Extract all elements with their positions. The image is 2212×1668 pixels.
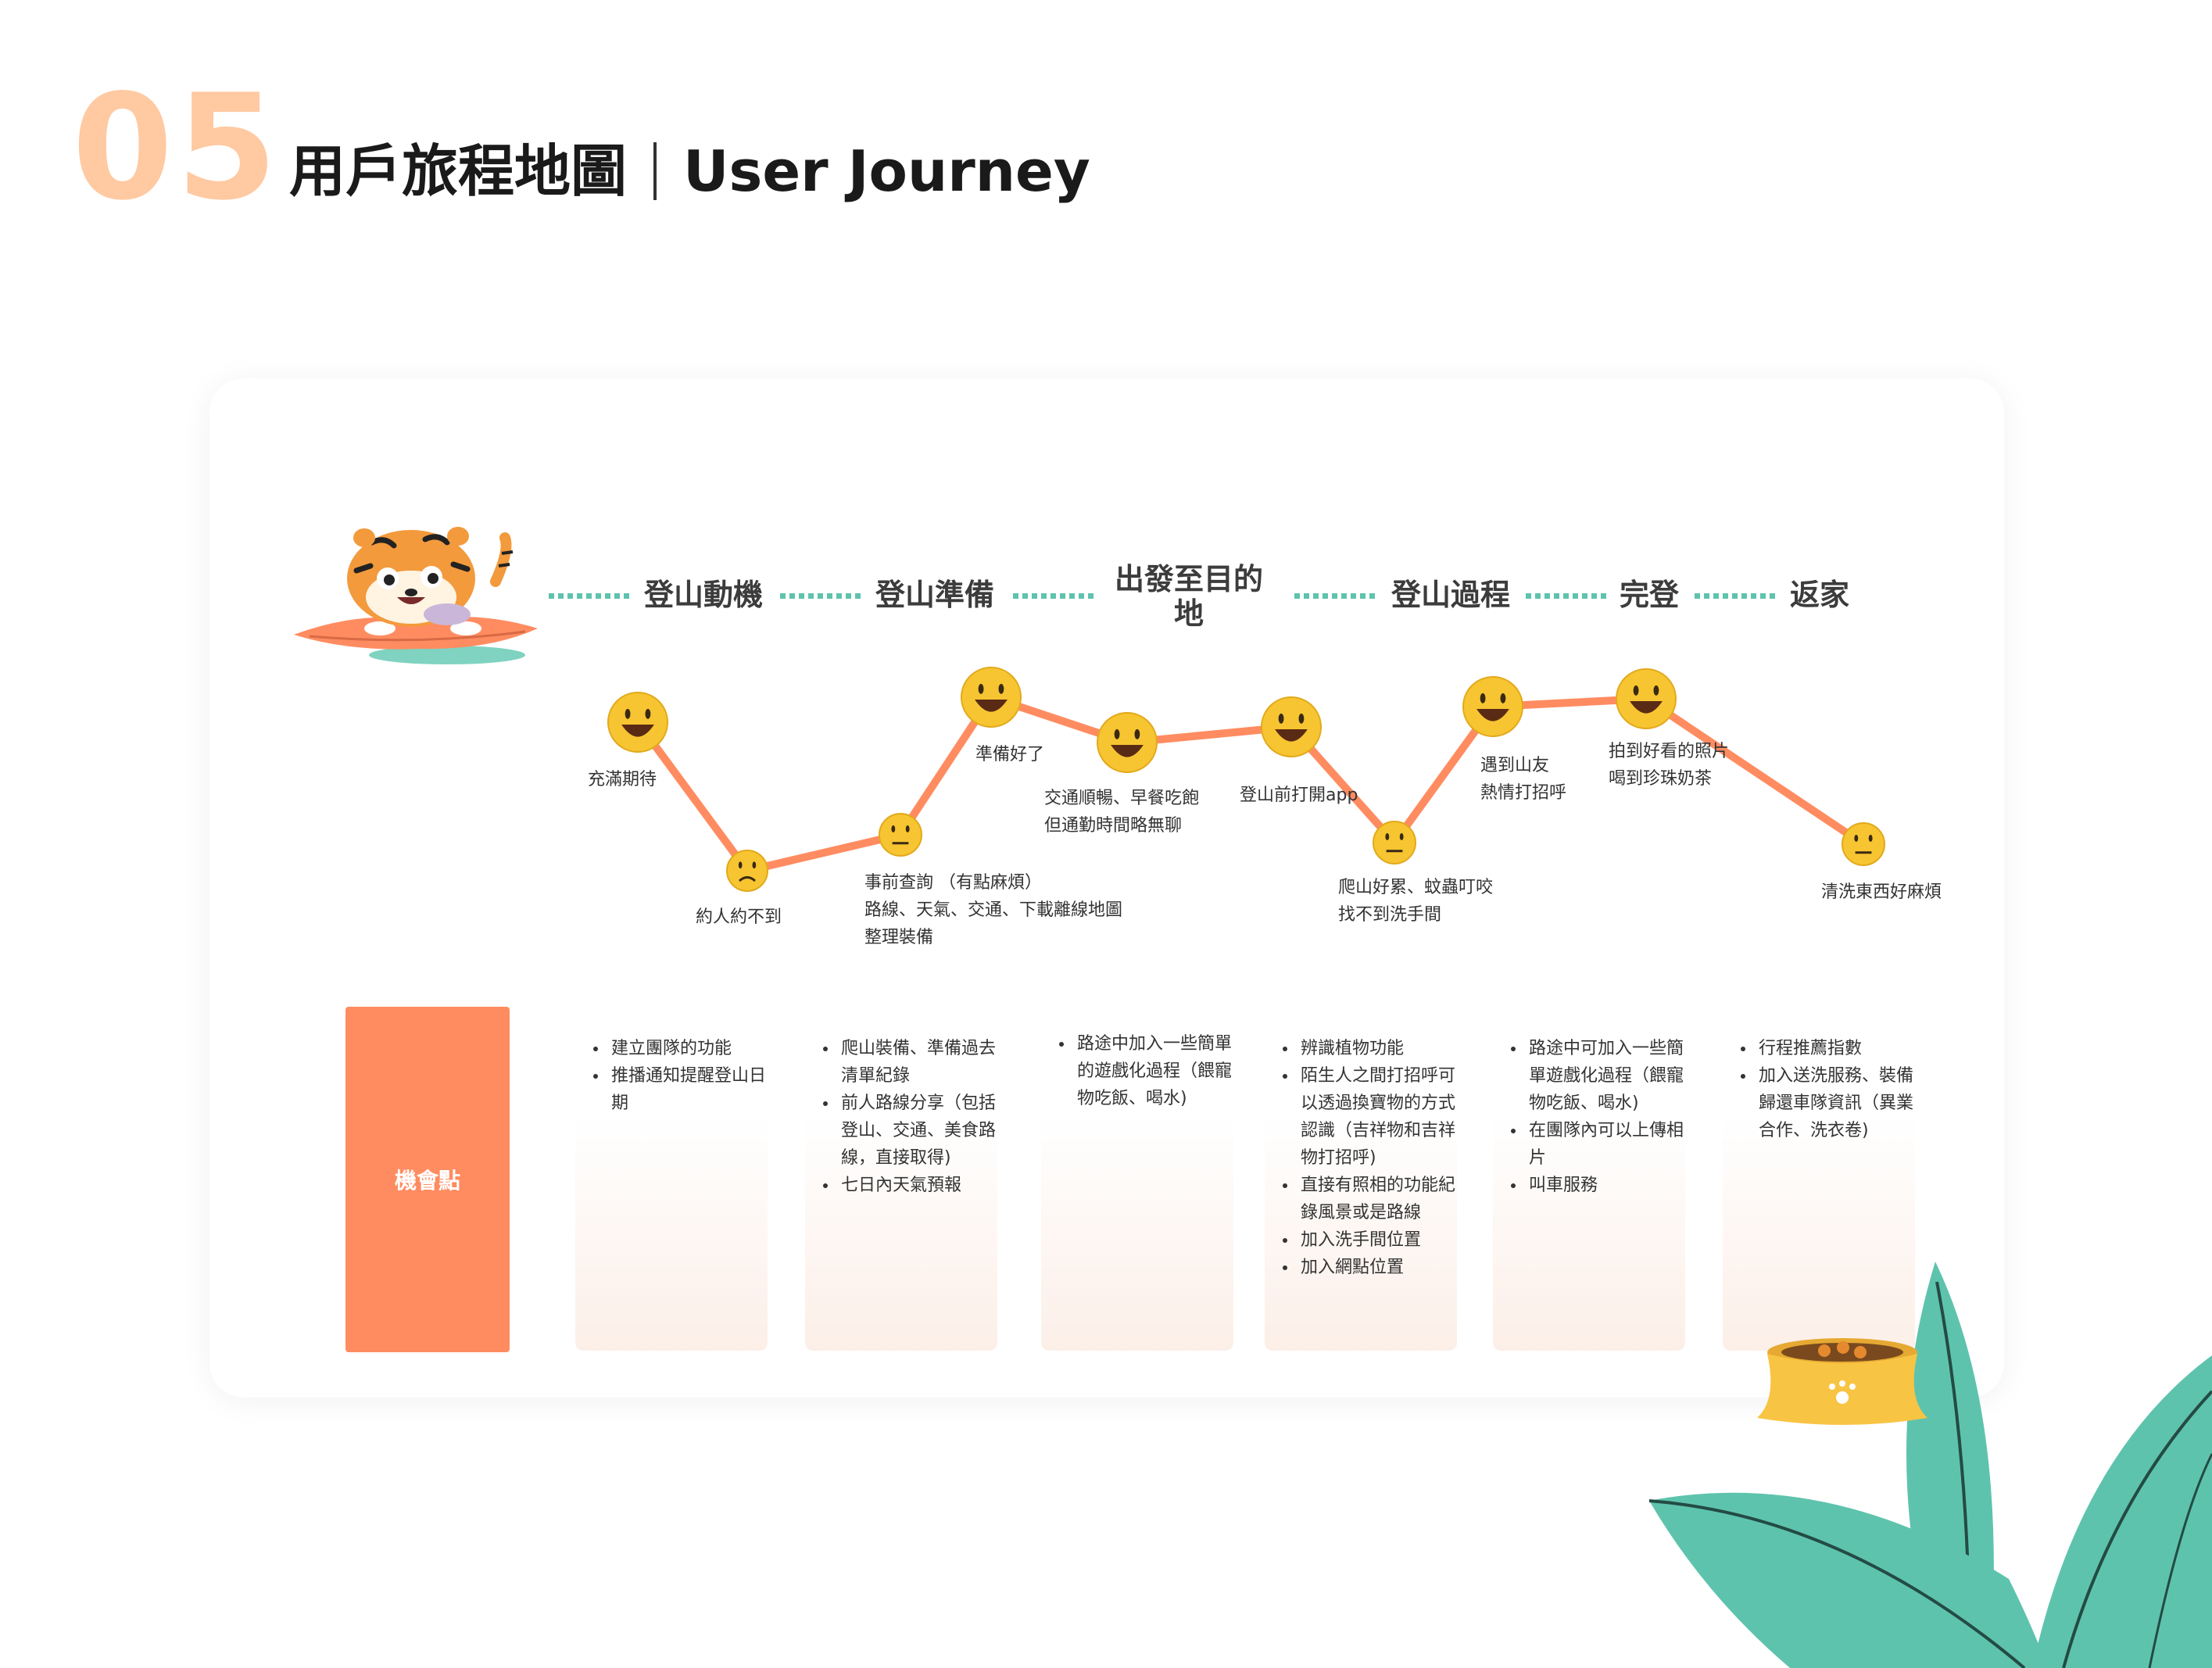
plant-leaves-icon (1648, 1262, 2212, 1668)
moment-label: 爬山好累、蚊蟲叮咬 找不到洗手間 (1338, 878, 1494, 925)
sad-face-icon (726, 850, 768, 892)
stage-departure: 出發至目的 地 (1115, 562, 1264, 631)
pet-food-bowl-icon (1757, 1338, 1927, 1425)
page-title: 用戶旅程地圖 User Journey (289, 142, 1090, 200)
moment-label: 約人約不到 (696, 907, 782, 927)
happy-face-icon (961, 667, 1022, 728)
happy-face-icon (1462, 676, 1523, 737)
opportunity-item: 爬山裝備、準備過去清單紀錄 (838, 1035, 997, 1090)
moment-label: 準備好了 (975, 745, 1045, 764)
opportunity-item: 陌生人之間打招呼可以透過換寶物的方式認識（吉祥物和吉祥物打招呼) (1297, 1062, 1457, 1172)
opportunity-item: 加入洗手間位置 (1297, 1226, 1457, 1254)
stage-preparation: 登山準備 (875, 578, 995, 612)
stage-return-home: 返家 (1790, 578, 1850, 612)
opportunity-list: 行程推薦指數 加入送洗服務、裝備歸還車隊資訊（異業合作、洗衣卷) (1723, 1016, 1915, 1144)
opportunity-item: 建立團隊的功能 (608, 1035, 768, 1062)
opportunity-item: 前人路線分享（包括登山、交通、美食路線，直接取得) (838, 1090, 997, 1172)
emotion-line (634, 693, 1867, 875)
neutral-face-icon (1373, 821, 1416, 864)
stage-dots (780, 593, 864, 601)
happy-face-icon (607, 692, 668, 753)
opportunity-item: 叫車服務 (1526, 1172, 1685, 1199)
moment-label: 充滿期待 (588, 770, 657, 789)
title-separator (653, 142, 657, 200)
stage-dots (1695, 593, 1779, 601)
moment-label: 登山前打開app (1240, 786, 1358, 805)
opportunity-list: 爬山裝備、準備過去清單紀錄 前人路線分享（包括登山、交通、美食路線，直接取得) … (805, 1016, 997, 1199)
happy-face-icon (1097, 712, 1158, 773)
moment-label: 交通順暢、早餐吃飽 但通勤時間略無聊 (1044, 789, 1200, 836)
opportunity-list: 路途中可加入一些簡單遊戲化過程（餵寵物吃飯、喝水) 在團隊內可以上傳相片 叫車服… (1493, 1016, 1685, 1199)
emotion-faces (607, 667, 1885, 892)
opportunity-item: 辨識植物功能 (1297, 1035, 1457, 1062)
neutral-face-icon (879, 813, 922, 857)
moment-label: 拍到好看的照片 喝到珍珠奶茶 (1609, 742, 1730, 789)
happy-face-icon (1616, 668, 1677, 729)
stage-dots (1294, 593, 1379, 601)
opportunity-column: 爬山裝備、準備過去清單紀錄 前人路線分享（包括登山、交通、美食路線，直接取得) … (805, 1016, 997, 1351)
opportunity-item: 七日內天氣預報 (838, 1172, 997, 1199)
opportunity-header: 機會點 (345, 1007, 510, 1352)
opportunity-list: 路途中加入一些簡單的遊戲化過程（餵寵物吃飯、喝水) (1041, 1016, 1233, 1112)
neutral-face-icon (1842, 822, 1885, 866)
stage-motivation: 登山動機 (644, 578, 764, 612)
section-number: 05 (72, 63, 281, 232)
opportunity-item: 推播通知提醒登山日期 (608, 1062, 768, 1117)
moment-label: 清洗東西好麻煩 (1821, 882, 1942, 902)
stage-dots (1013, 593, 1097, 601)
page-title-en: User Journey (683, 138, 1090, 204)
tiger-mascot-icon (294, 527, 538, 664)
opportunity-item: 加入送洗服務、裝備歸還車隊資訊（異業合作、洗衣卷) (1756, 1062, 1915, 1144)
happy-face-icon (1261, 696, 1322, 757)
stage-dots (1526, 593, 1610, 601)
moment-label: 遇到山友 熱情打招呼 (1480, 756, 1567, 804)
opportunity-column: 路途中加入一些簡單的遊戲化過程（餵寵物吃飯、喝水) (1041, 1016, 1233, 1351)
opportunity-column: 行程推薦指數 加入送洗服務、裝備歸還車隊資訊（異業合作、洗衣卷) (1723, 1016, 1915, 1351)
opportunity-item: 路途中加入一些簡單的遊戲化過程（餵寵物吃飯、喝水) (1074, 1030, 1233, 1112)
moment-label: 事前查詢 （有點麻煩） 路線、天氣、交通、下載離線地圖 整理裝備 (864, 873, 1123, 948)
opportunity-item: 直接有照相的功能紀錄風景或是路線 (1297, 1172, 1457, 1226)
opportunity-item: 行程推薦指數 (1756, 1035, 1915, 1062)
opportunity-column: 辨識植物功能 陌生人之間打招呼可以透過換寶物的方式認識（吉祥物和吉祥物打招呼) … (1265, 1016, 1457, 1351)
opportunity-item: 加入網點位置 (1297, 1254, 1457, 1281)
opportunity-column: 路途中可加入一些簡單遊戲化過程（餵寵物吃飯、喝水) 在團隊內可以上傳相片 叫車服… (1493, 1016, 1685, 1351)
stage-dots (549, 593, 633, 601)
stage-summit: 完登 (1620, 578, 1680, 612)
opportunity-list: 辨識植物功能 陌生人之間打招呼可以透過換寶物的方式認識（吉祥物和吉祥物打招呼) … (1265, 1016, 1457, 1281)
opportunity-column: 建立團隊的功能 推播通知提醒登山日期 (575, 1016, 768, 1351)
page-title-zh: 用戶旅程地圖 (289, 138, 628, 204)
opportunity-list: 建立團隊的功能 推播通知提醒登山日期 (575, 1016, 768, 1117)
opportunity-item: 在團隊內可以上傳相片 (1526, 1117, 1685, 1172)
opportunity-item: 路途中可加入一些簡單遊戲化過程（餵寵物吃飯、喝水) (1526, 1035, 1685, 1117)
stage-hiking: 登山過程 (1391, 578, 1511, 612)
